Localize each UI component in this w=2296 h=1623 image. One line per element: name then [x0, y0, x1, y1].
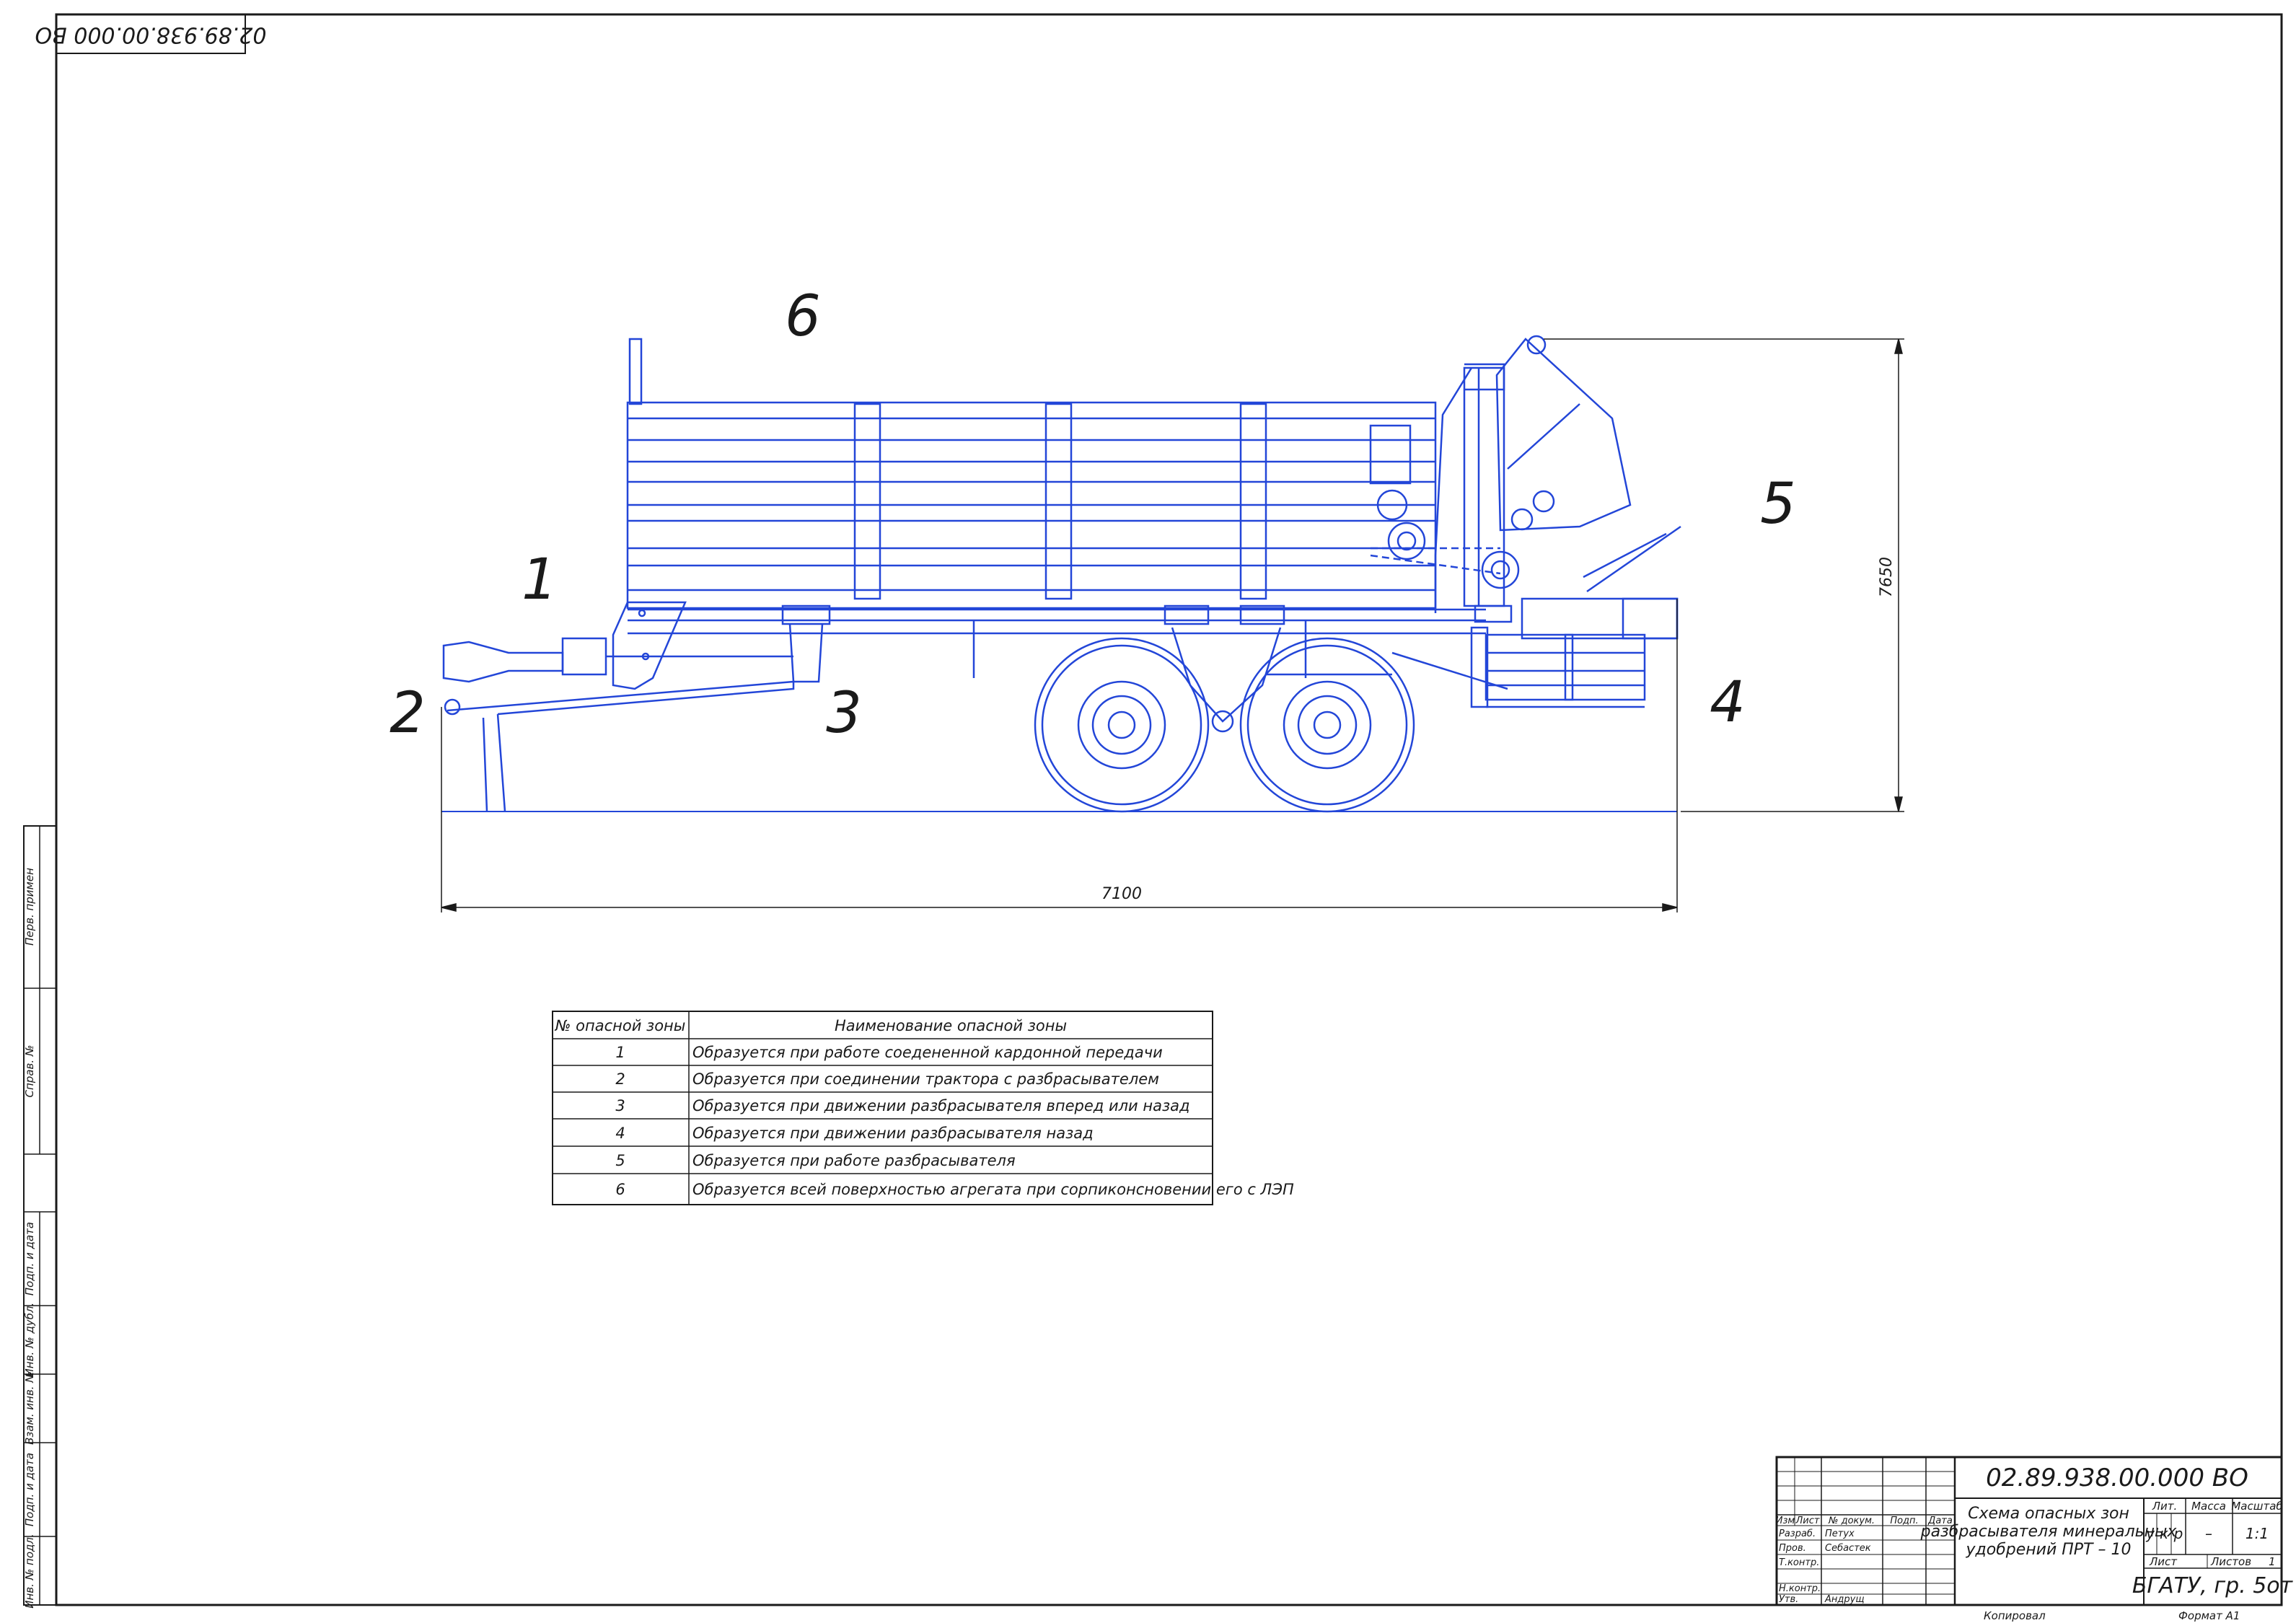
col-header: Изм	[1776, 1516, 1795, 1526]
zone-label-3: 3	[826, 681, 862, 746]
side-label-podl: Инв. № подл.	[23, 1534, 36, 1608]
table-row-num: 6	[615, 1181, 625, 1198]
spreader-drawing	[441, 335, 1681, 813]
drawing-frame	[55, 13, 2283, 1606]
mass-value: –	[2205, 1525, 2212, 1542]
name-label: Петух	[1825, 1529, 1855, 1539]
doc-code: 02.89.938.00.000 ВО	[1986, 1464, 2248, 1492]
spreader-rotor-housing	[1495, 338, 1632, 532]
zone-label-4: 4	[1710, 670, 1746, 735]
side-label-perv: Перв. примен	[23, 868, 36, 946]
lit-value: р	[2173, 1525, 2183, 1542]
table-header-num: № опасной зоны	[555, 1017, 686, 1034]
table-row-desc: Образуется при работе соедененной кардон…	[692, 1044, 1163, 1061]
dimension-height: 7650	[1878, 557, 1896, 597]
name-label: Себастек	[1825, 1543, 1871, 1554]
table-row-num: 2	[615, 1070, 625, 1088]
top-stamp: 02.89.938.00.000 ВО	[35, 14, 267, 54]
sheets-label: Листов	[2210, 1555, 2251, 1568]
lit-value: у	[2145, 1525, 2155, 1542]
scale-value: 1:1	[2246, 1525, 2269, 1542]
lit-value: к	[2160, 1525, 2168, 1542]
role-label: Пров.	[1779, 1543, 1806, 1554]
organization: БГАТУ, гр. 5от	[2132, 1573, 2294, 1598]
role-label: Т.контр.	[1779, 1557, 1819, 1568]
dimensions	[441, 338, 1904, 912]
wheel-rear	[1239, 637, 1415, 813]
col-header: Лист	[1795, 1516, 1820, 1526]
title-line-3: удобрений ПРТ – 10	[1966, 1541, 2132, 1559]
table-row-num: 4	[615, 1125, 625, 1142]
title-line-1: Схема опасных зон	[1968, 1505, 2129, 1523]
top-stamp-code: 02.89.938.00.000 ВО	[35, 22, 267, 48]
table-row-desc: Образуется при движении разбрасывателя н…	[692, 1125, 1094, 1142]
role-label: Н.контр.	[1779, 1583, 1821, 1594]
zone-label-5: 5	[1760, 472, 1796, 537]
table-row-desc: Образуется всей поверхностью агрегата пр…	[692, 1181, 1294, 1198]
wheel-front	[1034, 637, 1210, 813]
mass-label: Масса	[2191, 1500, 2226, 1513]
title-block	[1775, 1456, 2283, 1606]
dimension-width: 7100	[1101, 885, 1142, 903]
scale-label: Масштаб	[2231, 1500, 2282, 1513]
side-label-sprav: Справ. №	[23, 1045, 36, 1098]
table-row-num: 3	[615, 1097, 625, 1114]
table-header-name: Наименование опасной зоны	[835, 1017, 1067, 1034]
table-row-desc: Образуется при работе разбрасывателя	[692, 1152, 1016, 1169]
table-row-num: 5	[615, 1152, 625, 1169]
role-label: Разраб.	[1779, 1529, 1816, 1539]
zones-table: № опасной зоны Наименование опасной зоны…	[552, 1011, 1294, 1205]
role-label: Утв.	[1779, 1594, 1798, 1605]
col-header: Дата	[1927, 1516, 1953, 1526]
table-row-num: 1	[615, 1044, 625, 1061]
col-header: № докум.	[1828, 1516, 1875, 1526]
drawbar	[447, 680, 795, 716]
zone-label-2: 2	[390, 681, 426, 746]
sheets-value: 1	[2269, 1555, 2276, 1568]
table-row-desc: Образуется при соединении трактора с раз…	[692, 1070, 1159, 1088]
side-strip: Перв. примен Справ. № Подп. и дата Инв. …	[23, 825, 57, 1609]
side-label-dubl: Инв. № дубл.	[23, 1303, 36, 1377]
format-label: Формат А1	[2178, 1609, 2240, 1622]
lit-label: Лит.	[2152, 1500, 2178, 1513]
title-line-2: разбрасывателя минеральных	[1920, 1523, 2178, 1541]
sheet-label: Лист	[2149, 1555, 2178, 1568]
side-label-vzam: Взам. инв. №	[23, 1371, 36, 1445]
zone-label-6: 6	[785, 284, 821, 349]
copied-label: Копировал	[1984, 1609, 2046, 1622]
name-label: Андрущ	[1824, 1594, 1865, 1605]
table-row-desc: Образуется при движении разбрасывателя в…	[692, 1097, 1190, 1114]
col-header: Подп.	[1890, 1516, 1918, 1526]
side-label-podp1: Подп. и дата	[23, 1222, 36, 1296]
side-label-podp2: Подп. и дата	[23, 1453, 36, 1526]
zone-label-1: 1	[522, 547, 558, 612]
